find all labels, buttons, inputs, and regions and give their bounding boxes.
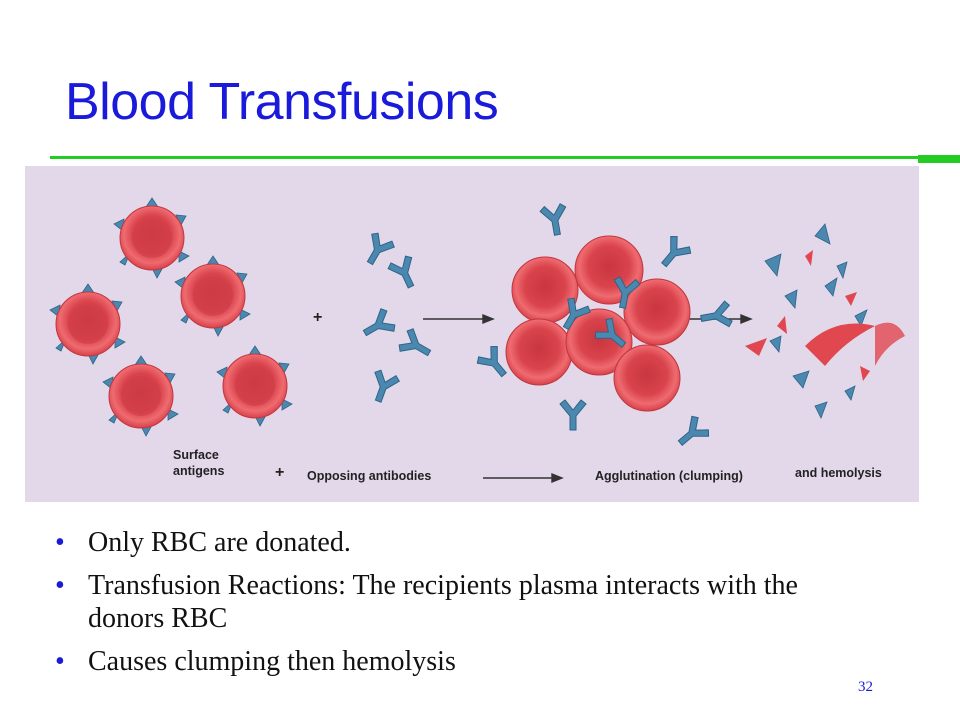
antibody <box>396 326 437 365</box>
red-blood-cell <box>113 197 190 279</box>
antibody <box>385 253 424 293</box>
label-opposing-antibodies: Opposing antibodies <box>307 469 432 483</box>
plus-sign-bottom: + <box>275 464 285 481</box>
antibody <box>365 368 402 407</box>
red-blood-cell <box>216 345 293 427</box>
title-underline <box>50 156 920 159</box>
bullet-list: Only RBC are donated. Transfusion Reacti… <box>55 526 845 688</box>
agglutination-figure: Surface antigens + + Opposing antibodies… <box>25 166 919 502</box>
red-blood-cell <box>49 283 126 365</box>
figure-arrows <box>423 313 753 484</box>
bullet-item: Causes clumping then hemolysis <box>55 645 845 678</box>
antibody <box>357 306 398 345</box>
figure-illustration <box>49 197 905 484</box>
label-agglutination: Agglutination (clumping) <box>595 469 743 483</box>
red-blood-cell <box>174 255 251 337</box>
label-antigens: antigens <box>173 464 225 478</box>
plus-sign-middle: + <box>313 309 323 326</box>
slide-number: 32 <box>858 679 873 695</box>
hemolysis-fragments <box>745 223 905 419</box>
agglutination-clump <box>474 202 734 454</box>
red-blood-cell <box>102 355 179 437</box>
slide-title: Blood Transfusions <box>65 73 499 131</box>
free-antibodies-group <box>357 230 437 407</box>
bullet-item: Transfusion Reactions: The recipients pl… <box>55 569 845 635</box>
title-underline-end <box>918 155 960 163</box>
label-surface: Surface <box>173 448 219 462</box>
label-hemolysis: and hemolysis <box>795 466 882 480</box>
rbc-with-antigens-group <box>49 197 293 437</box>
bullet-item: Only RBC are donated. <box>55 526 845 559</box>
